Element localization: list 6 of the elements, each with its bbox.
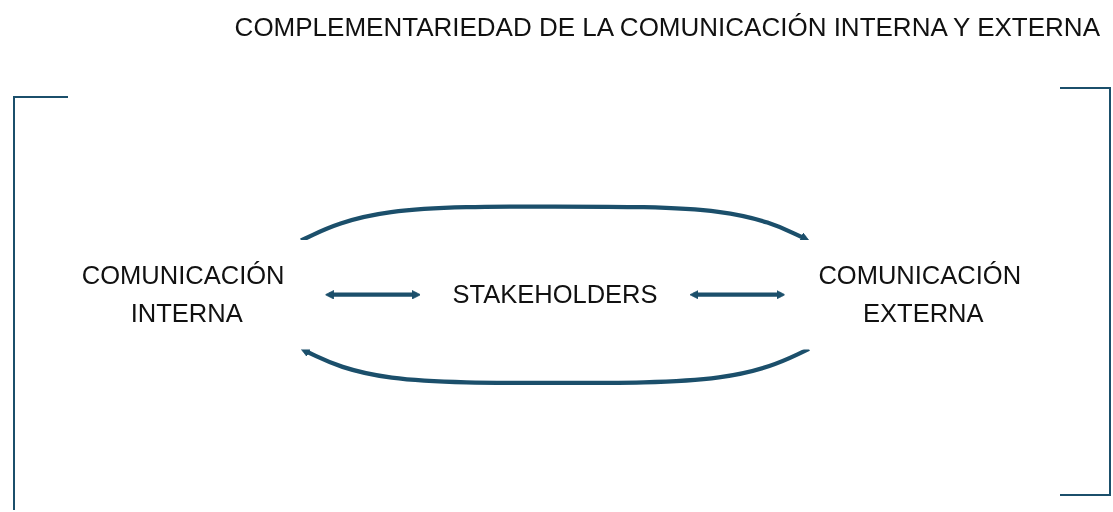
node-text: STAKEHOLDERS bbox=[452, 280, 658, 309]
diagram-title: COMPLEMENTARIEDAD DE LA COMUNICACIÓN INTERNA Y EXTERNA bbox=[234, 12, 1100, 43]
arrow bbox=[324, 290, 421, 300]
arrow bbox=[689, 290, 786, 300]
node-text: COMUNICACIÓN INTERNA bbox=[81, 260, 285, 328]
node-text: COMUNICACIÓN EXTERNA bbox=[818, 260, 1022, 328]
